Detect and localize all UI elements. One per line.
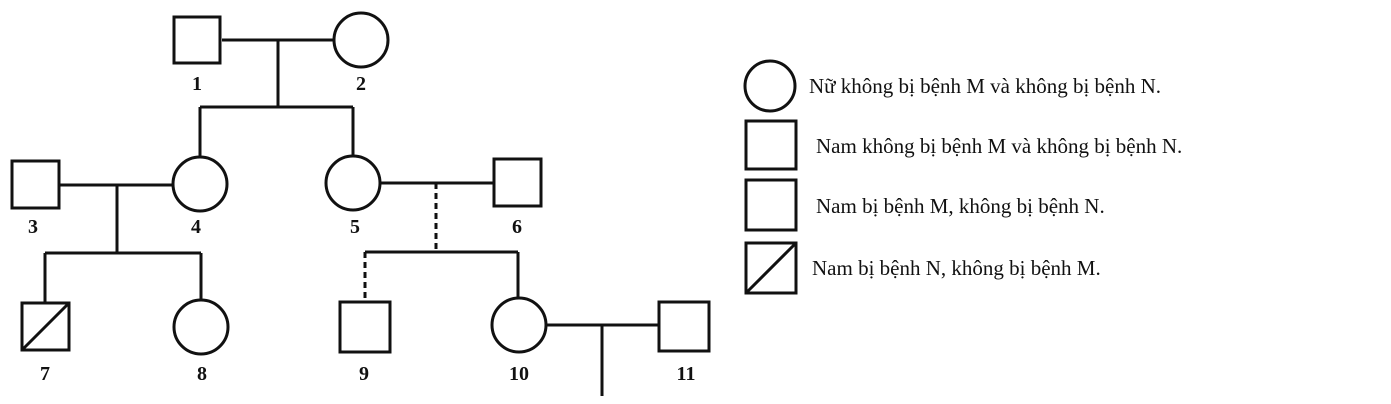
label-3: 3 bbox=[28, 216, 38, 238]
label-2: 2 bbox=[356, 73, 366, 95]
individual-6-male-square bbox=[492, 157, 543, 208]
legend-disease-m-square-icon bbox=[744, 178, 798, 232]
individual-7-diagonal bbox=[20, 301, 71, 352]
individual-4-female-circle bbox=[171, 155, 229, 213]
label-5: 5 bbox=[350, 216, 360, 238]
legend-female-unaffected: Nữ không bị bệnh M và không bị bệnh N. bbox=[809, 74, 1161, 98]
label-9: 9 bbox=[359, 363, 369, 385]
label-11: 11 bbox=[677, 363, 696, 385]
legend-male-unaffected: Nam không bị bệnh M và không bị bệnh N. bbox=[816, 134, 1182, 158]
label-6: 6 bbox=[512, 216, 522, 238]
label-4: 4 bbox=[191, 216, 201, 238]
label-10: 10 bbox=[509, 363, 529, 385]
legend-female-circle-icon bbox=[743, 59, 797, 113]
legend-male-disease-m: Nam bị bệnh M, không bị bệnh N. bbox=[816, 194, 1105, 218]
individual-11-male-square bbox=[657, 300, 711, 353]
legend-male-disease-n: Nam bị bệnh N, không bị bệnh M. bbox=[812, 256, 1101, 280]
label-7: 7 bbox=[40, 363, 50, 385]
individual-10-female-circle bbox=[490, 296, 548, 354]
legend-disease-n-diagonal-icon bbox=[744, 241, 798, 295]
label-8: 8 bbox=[197, 363, 207, 385]
label-1: 1 bbox=[192, 73, 202, 95]
legend-male-square-icon bbox=[744, 119, 798, 171]
individual-5-female-circle bbox=[324, 154, 382, 212]
individual-8-female-circle bbox=[172, 298, 230, 356]
individual-2-female-circle bbox=[332, 11, 390, 69]
individual-3-male-square bbox=[10, 159, 61, 210]
individual-1-male-square bbox=[172, 15, 222, 65]
individual-9-male-disease-m-square bbox=[338, 300, 392, 354]
